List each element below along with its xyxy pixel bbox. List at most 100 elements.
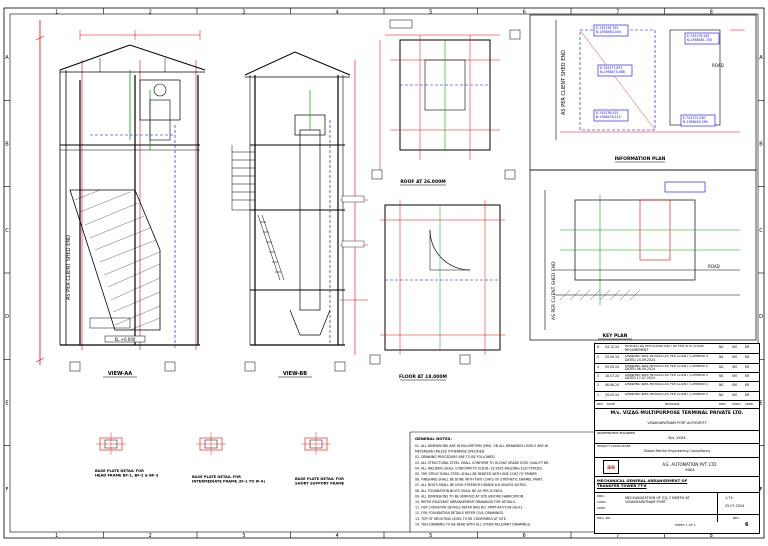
- revision-chk: SM: [732, 355, 737, 360]
- grid-row-label: B: [5, 142, 9, 148]
- revision-date: 03.12.24: [605, 345, 620, 349]
- project-consultant: Global Marine Engineering Consultancy: [643, 449, 711, 453]
- grid-col-label: 7: [616, 10, 619, 16]
- revision-date: 25.09.24: [605, 355, 620, 360]
- road-label-2: ROAD: [708, 264, 720, 269]
- general-note-line: 05. THE STRUCTURAL STEEL SHALL BE PAINTE…: [415, 472, 537, 476]
- general-note-line: 01. ALL DIMENSIONS ARE IN MILLIMETERS (M…: [415, 444, 549, 448]
- general-note-line: 10. REFER RELEVANT ARRANGEMENT DRAWINGS …: [415, 500, 516, 504]
- independent-engineer: M/s. XXXX: [668, 436, 686, 440]
- revision-chk: SM: [732, 392, 737, 397]
- grid-row-label: B: [759, 142, 763, 148]
- general-note-line: 02. DRAWING PROCEDURE ARE TO BE FOLLOWED…: [415, 455, 496, 459]
- revision-drn: NS: [719, 383, 724, 388]
- grid-col-label: 8: [710, 533, 713, 539]
- revision-drn: NS: [719, 355, 724, 360]
- revision-rev: 2: [597, 383, 600, 388]
- revision-desc: DRAWING WAS REVISED AS PER CLIENT COMMEN…: [625, 364, 708, 372]
- revision-appd: KR: [745, 364, 750, 369]
- revision-rev: 5: [597, 355, 600, 360]
- revision-row: 3 18.07.24 DRAWING WAS REVISED AS PER CLIE…: [595, 371, 759, 382]
- coordinate-box: [597, 64, 633, 77]
- grid-row-label: A: [759, 55, 763, 61]
- rev-header-chk: CHKD: [732, 402, 741, 406]
- revision-appd: KR: [745, 392, 750, 397]
- road-label-1: ROAD: [712, 63, 724, 68]
- revision-appd: KR: [745, 383, 750, 388]
- general-note-line: 09. ALL DIMENSIONS TO BE VERIFIED AT SIT…: [415, 494, 524, 498]
- general-note-line: 13. TOP OF GROUTING LEVEL TO BE CONFIRME…: [415, 517, 507, 521]
- contractor-country: INDIA: [685, 468, 695, 472]
- revision-date: 18.07.24: [605, 373, 620, 378]
- general-note-line: 11. FOR CONVEYOR DETAILS REFER DRG NO. V…: [415, 506, 523, 510]
- grid-row-label: C: [5, 228, 9, 234]
- floor-plan-label: FLOOR AT 18.000M: [399, 374, 448, 380]
- revision-rev: 3: [597, 373, 600, 378]
- revision-row: 2 06.06.24 DRAWING WAS REVISED AS PER CLIE…: [595, 381, 759, 391]
- revision-chk: SM: [732, 364, 737, 369]
- rev-header-rev: REV: [597, 402, 604, 406]
- revision-desc: DRAWING WAS REVISED AS PER CLIENT COMMEN…: [625, 373, 708, 381]
- elevation-note: EL.+0.000: [115, 337, 136, 342]
- grid-row-label: D: [759, 314, 763, 320]
- rev-header-drn: DRN: [719, 402, 726, 406]
- information-plan-label: INFORMATION PLAN: [615, 156, 666, 162]
- general-notes-title: GENERAL NOTES:: [415, 436, 452, 441]
- information-plan: AS PER CLIENT SHED END ROAD INFORMATION …: [529, 14, 757, 171]
- roof-plan: ROOF AT 26.000M: [371, 19, 521, 186]
- view-aa: EL.+0.000 AS PER CLIENT SHED END VIEW-AA: [35, 20, 206, 378]
- revision-desc: DRAWING WAS REVISED AS PER CLIENT COMMEN…: [625, 383, 708, 387]
- scale-value: 1:75: [725, 496, 733, 500]
- revision-chk: SM: [732, 345, 737, 349]
- grid-col-label: 4: [336, 533, 339, 539]
- revision-appd: KR: [745, 373, 750, 378]
- coordinate-box: [593, 24, 629, 37]
- general-notes: 01. ALL DIMENSIONS ARE IN MILLIMETERS (M…: [415, 444, 549, 526]
- revision-desc: DRAWING WAS REVISED AS PER CLIENT COMMEN…: [625, 392, 708, 396]
- grid-col-label: 8: [710, 10, 713, 16]
- general-note-line: 06. FINISHING SHALL BE DONE WITH TWO COA…: [415, 478, 543, 482]
- revision-date: 09.09.24: [605, 364, 620, 369]
- date-value: 25.07.2024: [725, 504, 745, 508]
- revision-date: 06.06.24: [605, 383, 620, 388]
- rev-label: REV: [733, 516, 740, 520]
- shed-label-key: AS PER CLIENT SHED END: [551, 261, 557, 320]
- general-note-line: 12. FOR FOUNDATION DETAILS REFER CIVIL D…: [415, 511, 504, 515]
- rev-header-appd: APPD: [745, 402, 753, 406]
- border-grid-ticks: [4, 8, 764, 538]
- grid-col-label: 1: [55, 533, 58, 539]
- revision-row: 4 09.09.24 DRAWING WAS REVISED AS PER CLIE…: [595, 362, 759, 373]
- revision-desc: REVISED AS PER ELEVATION / AS PER SITE C…: [625, 345, 705, 352]
- general-note-line: 07. ALL BOLTS SHALL BE HIGH STRENGTH GRA…: [415, 483, 527, 487]
- rev-header-date: DATE: [607, 402, 615, 406]
- revision-chk: SM: [732, 383, 737, 388]
- revision-appd: KR: [745, 355, 750, 360]
- revision-rev: 4: [597, 364, 600, 369]
- revision-drn: NS: [719, 345, 724, 349]
- project-title: MECHANIZATION OF EQ-7 BERTH AT VISAKHAPA…: [625, 496, 690, 504]
- drg-no-label: DRG. NO.: [597, 516, 612, 520]
- general-note-line: 14. THIS DRAWING TO BE READ WITH ALL OTH…: [415, 522, 531, 526]
- grid-row-label: F: [6, 487, 9, 493]
- grid-col-label: 2: [149, 533, 152, 539]
- view-bb-label: VIEW-BB: [283, 371, 307, 377]
- base-plate-detail-1: [96, 432, 126, 455]
- shed-label-info: AS PER CLIENT SHED END: [561, 50, 567, 115]
- key-plan-label: KEY PLAN: [603, 333, 628, 339]
- general-note-line: 04. ALL WELDING SHALL CONFORM TO IS:816 …: [415, 466, 543, 470]
- revision-drn: NS: [719, 392, 724, 397]
- chk-label: CHKD.: [597, 500, 607, 504]
- base-plate-detail-2: [196, 432, 226, 455]
